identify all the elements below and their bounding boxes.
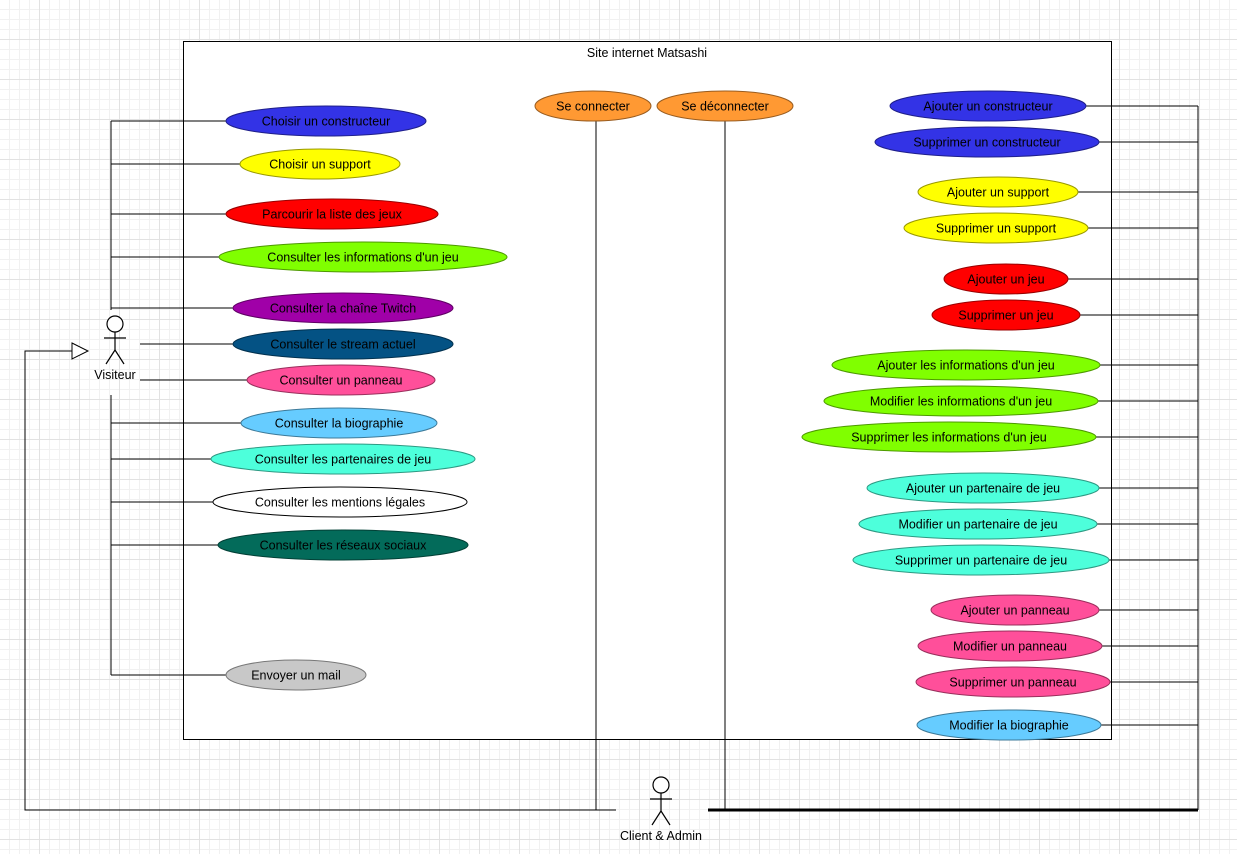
use-case-ajouter-partenaire[interactable]: Ajouter un partenaire de jeu — [866, 472, 1100, 504]
use-case-ajouter-panneau[interactable]: Ajouter un panneau — [930, 594, 1100, 626]
use-case-consulter-panneau[interactable]: Consulter un panneau — [246, 364, 436, 396]
use-case-ajouter-infos-jeu[interactable]: Ajouter les informations d'un jeu — [831, 349, 1101, 381]
use-case-label: Se connecter — [556, 100, 630, 114]
use-case-supprimer-panneau[interactable]: Supprimer un panneau — [915, 666, 1111, 698]
use-case-label: Consulter les réseaux sociaux — [260, 539, 427, 553]
actor-visiteur-label: Visiteur — [94, 368, 135, 382]
use-case-ajouter-jeu[interactable]: Ajouter un jeu — [943, 263, 1069, 295]
use-case-se-deconnecter[interactable]: Se déconnecter — [656, 90, 794, 122]
use-case-label: Modifier un partenaire de jeu — [898, 518, 1057, 532]
use-case-label: Consulter les partenaires de jeu — [255, 453, 432, 467]
use-case-label: Supprimer un support — [936, 222, 1057, 236]
use-case-label: Consulter les informations d'un jeu — [267, 251, 458, 265]
use-case-label: Ajouter un jeu — [967, 273, 1044, 287]
use-case-label: Ajouter un partenaire de jeu — [906, 482, 1060, 496]
use-case-label: Supprimer un jeu — [958, 309, 1053, 323]
use-case-consulter-twitch[interactable]: Consulter la chaîne Twitch — [232, 292, 454, 324]
use-case-modifier-panneau[interactable]: Modifier un panneau — [917, 630, 1103, 662]
use-case-label: Parcourir la liste des jeux — [262, 208, 402, 222]
use-case-label: Consulter les mentions légales — [255, 496, 425, 510]
use-case-ajouter-support[interactable]: Ajouter un support — [917, 176, 1079, 208]
use-case-supprimer-support[interactable]: Supprimer un support — [903, 212, 1089, 244]
use-case-label: Choisir un support — [269, 158, 371, 172]
use-case-consulter-biographie[interactable]: Consulter la biographie — [240, 407, 438, 439]
use-case-label: Modifier les informations d'un jeu — [870, 395, 1052, 409]
use-case-consulter-mentions[interactable]: Consulter les mentions légales — [212, 486, 468, 518]
use-case-label: Consulter un panneau — [279, 374, 402, 388]
use-case-label: Supprimer un panneau — [949, 676, 1076, 690]
use-case-label: Supprimer les informations d'un jeu — [851, 431, 1047, 445]
use-case-label: Consulter la biographie — [275, 417, 404, 431]
generalization-arrow — [24, 342, 616, 811]
use-case-modifier-partenaire[interactable]: Modifier un partenaire de jeu — [858, 508, 1098, 540]
use-case-envoyer-mail[interactable]: Envoyer un mail — [225, 659, 367, 691]
use-case-consulter-stream[interactable]: Consulter le stream actuel — [232, 328, 454, 360]
use-case-choisir-support[interactable]: Choisir un support — [239, 148, 401, 180]
use-case-parcourir-jeux[interactable]: Parcourir la liste des jeux — [225, 198, 439, 230]
use-case-modifier-biographie[interactable]: Modifier la biographie — [916, 709, 1102, 741]
use-case-label: Supprimer un constructeur — [913, 136, 1060, 150]
use-case-label: Ajouter un panneau — [960, 604, 1069, 618]
actor-client-admin[interactable] — [650, 776, 672, 826]
use-case-consulter-reseaux[interactable]: Consulter les réseaux sociaux — [217, 529, 469, 561]
use-case-label: Ajouter un constructeur — [923, 100, 1052, 114]
use-case-label: Se déconnecter — [681, 100, 769, 114]
use-case-label: Ajouter les informations d'un jeu — [877, 359, 1055, 373]
use-case-modifier-infos-jeu[interactable]: Modifier les informations d'un jeu — [823, 385, 1099, 417]
actor-client-admin-label: Client & Admin — [620, 829, 702, 843]
use-case-supprimer-partenaire[interactable]: Supprimer un partenaire de jeu — [852, 544, 1110, 576]
use-case-choisir-constructeur[interactable]: Choisir un constructeur — [225, 105, 427, 137]
use-case-label: Modifier la biographie — [949, 719, 1069, 733]
use-case-label: Modifier un panneau — [953, 640, 1067, 654]
use-case-supprimer-jeu[interactable]: Supprimer un jeu — [931, 299, 1081, 331]
system-title: Site internet Matsashi — [587, 46, 707, 60]
use-case-supprimer-constructeur[interactable]: Supprimer un constructeur — [874, 126, 1100, 158]
use-case-se-connecter[interactable]: Se connecter — [534, 90, 652, 122]
use-case-consulter-infos-jeu[interactable]: Consulter les informations d'un jeu — [218, 241, 508, 273]
use-case-supprimer-infos-jeu[interactable]: Supprimer les informations d'un jeu — [801, 421, 1097, 453]
actor-visiteur[interactable] — [104, 315, 126, 365]
use-case-consulter-partenaires[interactable]: Consulter les partenaires de jeu — [210, 443, 476, 475]
use-case-label: Consulter le stream actuel — [270, 338, 415, 352]
use-case-label: Consulter la chaîne Twitch — [270, 302, 416, 316]
use-case-ajouter-constructeur[interactable]: Ajouter un constructeur — [889, 90, 1087, 122]
use-case-label: Supprimer un partenaire de jeu — [895, 554, 1067, 568]
use-case-label: Ajouter un support — [947, 186, 1050, 200]
association-lines — [110, 105, 1199, 812]
use-case-label: Choisir un constructeur — [262, 115, 391, 129]
use-case-label: Envoyer un mail — [251, 669, 341, 683]
